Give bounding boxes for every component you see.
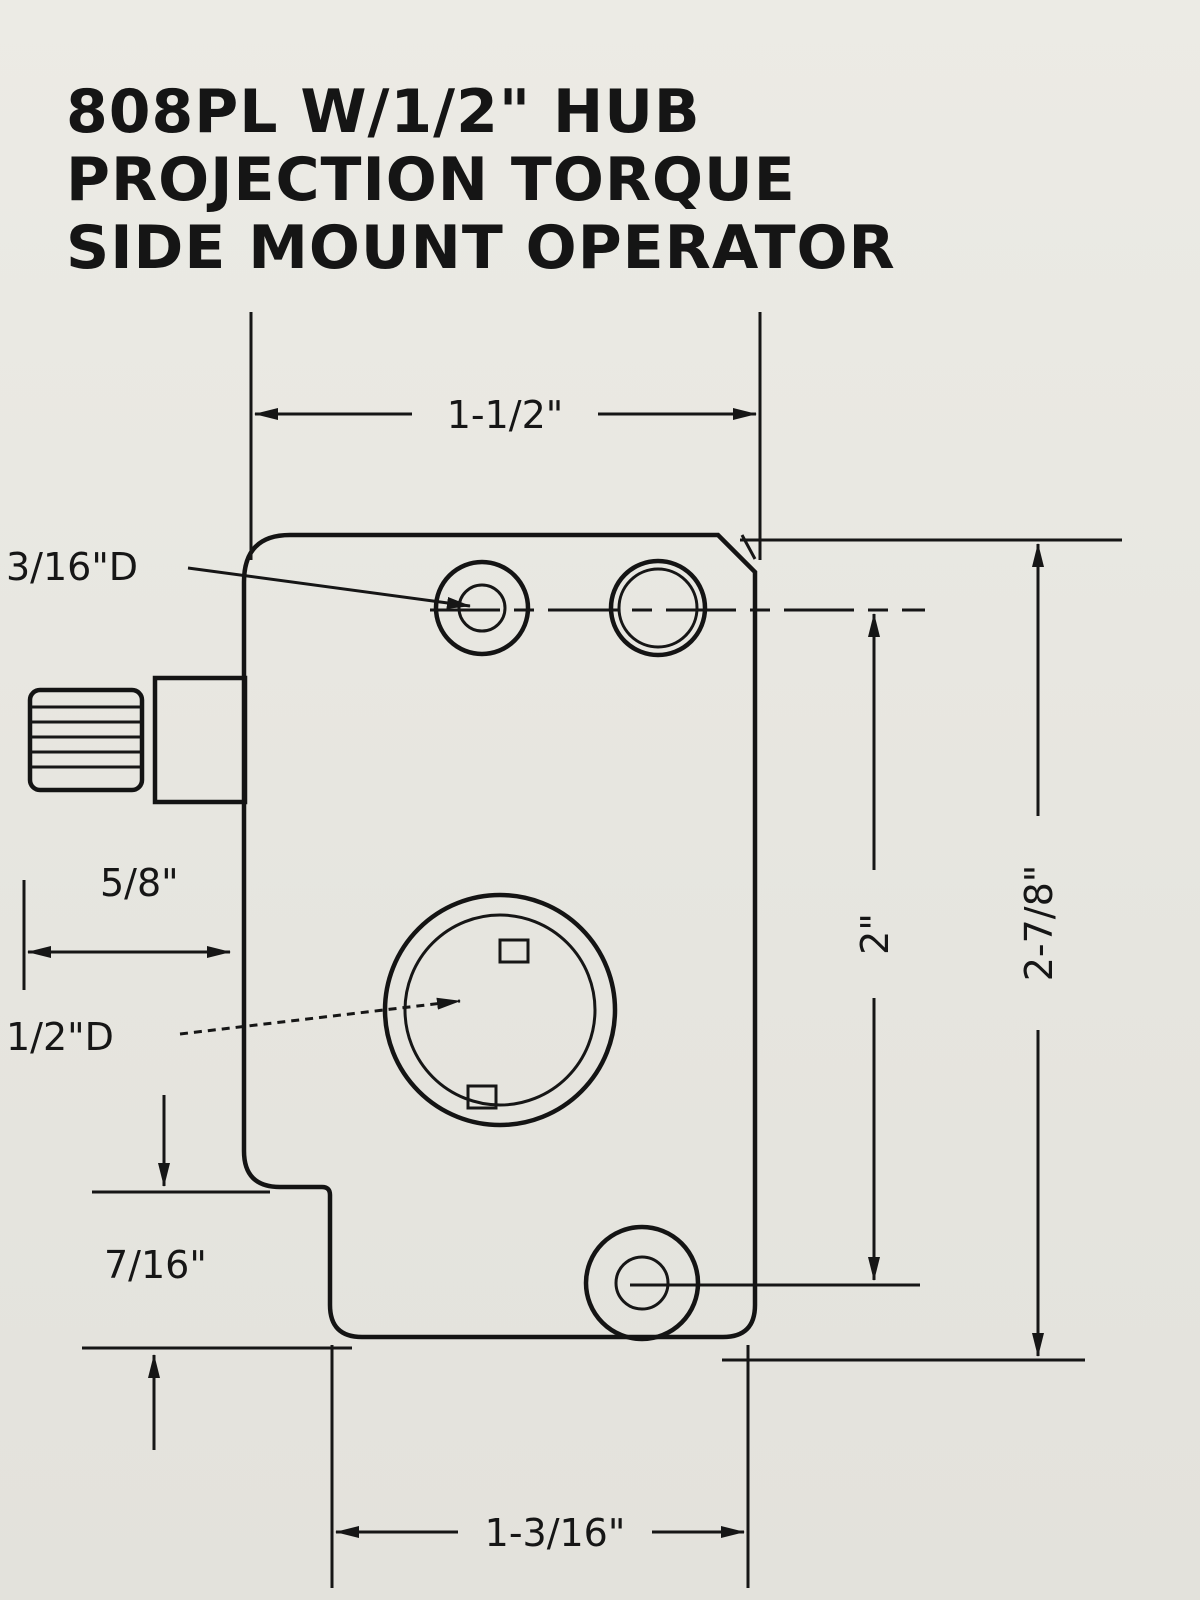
label-step-height: 7/16"	[104, 1243, 207, 1287]
hub-hole	[382, 892, 618, 1128]
label-hole-spacing: 2"	[853, 913, 897, 955]
knurled-knob	[27, 687, 145, 793]
title-line-1: 808PL W/1/2" HUB	[66, 77, 701, 147]
mounting-hole-top-right	[608, 558, 708, 658]
leader-small-hole	[187, 566, 471, 609]
label-bottom-width: 1-3/16"	[485, 1511, 626, 1555]
small-hole-top-left	[433, 559, 531, 657]
label-small-hole: 3/16"D	[6, 545, 138, 589]
page-title: 808PL W/1/2" HUB PROJECTION TORQUE SIDE …	[66, 78, 1066, 282]
label-overall-height: 2-7/8"	[1017, 865, 1061, 982]
shaft-collar	[152, 675, 248, 805]
label-top-width: 1-1/2"	[447, 393, 564, 437]
title-line-3: SIDE MOUNT OPERATOR	[66, 213, 896, 283]
label-hub-diameter: 1/2"D	[6, 1015, 114, 1059]
title-line-2: PROJECTION TORQUE	[66, 145, 796, 215]
label-shaft-length: 5/8"	[100, 861, 179, 905]
housing-outline	[241, 532, 758, 1340]
mounting-hole-bottom	[583, 1224, 701, 1342]
leader-hub	[179, 997, 461, 1036]
knurl-ridges	[30, 705, 142, 769]
